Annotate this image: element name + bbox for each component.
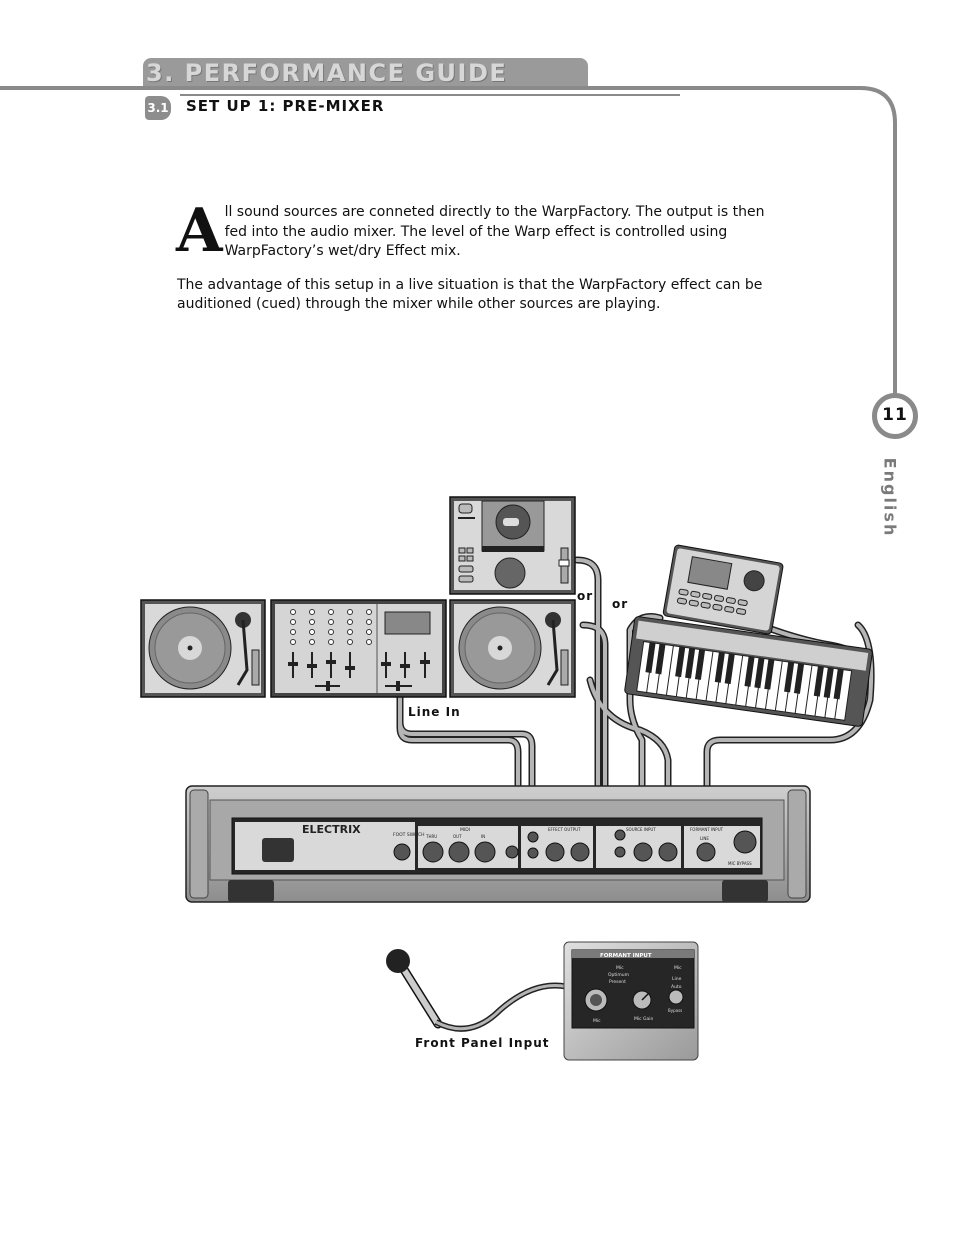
paragraph-1: ll sound sources are conneted directly t… (224, 204, 765, 259)
svg-text:IN: IN (481, 834, 485, 839)
svg-text:Line: Line (672, 976, 682, 982)
svg-text:Auto: Auto (671, 984, 682, 990)
cd-player (449, 496, 576, 595)
svg-text:Mic: Mic (674, 965, 682, 971)
svg-text:Present: Present (609, 979, 626, 985)
svg-text:LINE: LINE (700, 836, 709, 841)
svg-text:THRU: THRU (425, 834, 437, 839)
svg-text:OUT: OUT (453, 834, 462, 839)
turntable-right (449, 599, 576, 698)
svg-text:FORMANT INPUT: FORMANT INPUT (600, 953, 652, 959)
svg-text:MIC BYPASS: MIC BYPASS (728, 861, 752, 866)
line-in-label: Line In (408, 705, 461, 719)
svg-text:Bypass: Bypass (668, 1008, 682, 1013)
section-title: 3. PERFORMANCE GUIDE (146, 59, 508, 87)
svg-text:MIDI: MIDI (460, 827, 470, 833)
paragraph-2: The advantage of this setup in a live si… (177, 276, 763, 313)
drum-machine (662, 544, 784, 635)
svg-text:Mic Gain: Mic Gain (634, 1016, 654, 1022)
turntable-left (140, 599, 266, 698)
drop-cap: A (176, 196, 223, 266)
warpfactory-rear-panel: ELECTRIX FOOT SWITCH MIDI THRU OUT IN EF… (185, 785, 811, 903)
svg-text:Mic: Mic (593, 1018, 601, 1024)
intro-text: A ll sound sources are conneted directly… (176, 196, 777, 315)
subsection-title: SET UP 1: PRE-MIXER (186, 97, 385, 115)
svg-text:Mic: Mic (616, 965, 624, 971)
keyboard (624, 616, 873, 727)
front-panel-inset: FORMANT INPUT Mic Optimum Present Mic Li… (563, 941, 699, 1061)
page-number: 11 (872, 393, 918, 439)
svg-text:EFFECT OUTPUT: EFFECT OUTPUT (548, 827, 581, 832)
front-panel-input-label: Front Panel Input (415, 1036, 550, 1050)
or-label-2: or (612, 597, 629, 611)
svg-text:Optimum: Optimum (608, 972, 629, 978)
dj-mixer (270, 599, 447, 698)
section-tab (143, 58, 588, 86)
microphone (386, 949, 587, 1032)
subsection-number-badge: 3.1 (145, 96, 171, 120)
svg-text:SOURCE INPUT: SOURCE INPUT (626, 827, 656, 832)
or-label-1: or (577, 589, 594, 603)
brand-logo: ELECTRIX (302, 823, 361, 836)
svg-text:FOOT SWITCH: FOOT SWITCH (393, 832, 425, 838)
svg-text:FORMANT INPUT: FORMANT INPUT (690, 827, 724, 832)
